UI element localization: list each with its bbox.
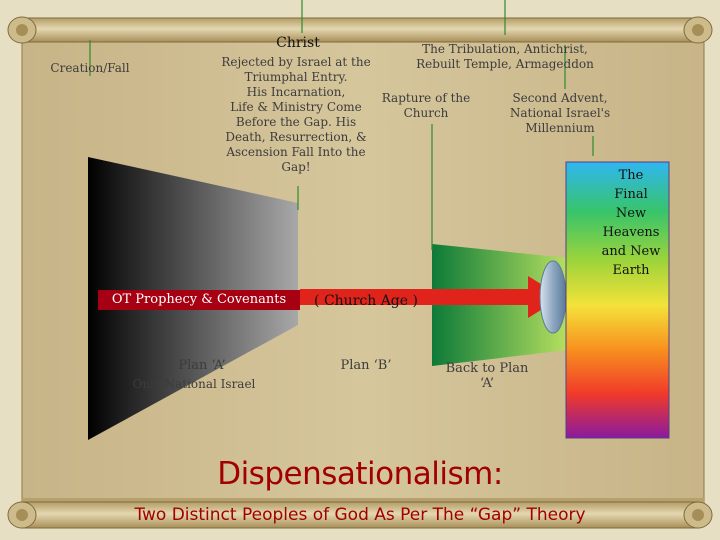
rapture-line-2: Church (403, 106, 449, 120)
new-heavens-bar (565, 161, 670, 439)
slide-subtitle: Two Distinct Peoples of God As Per The “… (134, 505, 586, 525)
new-heavens-text: The Final New Heavens and New Earth (596, 166, 666, 280)
plan-a-label: Plan ‘A’ (178, 358, 226, 373)
tribulation-line-2: Rebuilt Temple, Armageddon (416, 57, 594, 71)
slide-title: Dispensationalism: (217, 456, 503, 492)
rejected-line-3: His Incarnation, (246, 85, 346, 99)
plan-b-label: Plan ‘B’ (340, 358, 392, 373)
new-heavens-line-1: The (618, 168, 644, 183)
church-age-label: ( Church Age ) (314, 293, 418, 309)
rejected-line-4: Life & Ministry Come (230, 100, 362, 114)
tribulation-line-1: The Tribulation, Antichrist, (422, 42, 588, 56)
scroll-top-roll (7, 16, 713, 44)
new-heavens-line-2: Final (614, 187, 648, 202)
second-advent-text: Second Advent, National Israel's Millenn… (500, 91, 620, 136)
christ-label: Christ (276, 35, 320, 51)
back-to-plan-line-1: Back to Plan (445, 361, 529, 376)
new-heavens-line-5: and New (601, 244, 661, 259)
second-advent-line-2: National Israel's (509, 106, 611, 120)
scroll-bottom-roll (7, 501, 713, 529)
back-to-plan-a-label: Back to Plan ‘A’ (432, 361, 542, 391)
second-advent-line-3: Millennium (525, 121, 595, 135)
connector-lines (89, 0, 594, 250)
second-advent-line-1: Second Advent, (512, 91, 608, 105)
ot-prophecy-box: OT Prophecy & Covenants (98, 290, 300, 310)
tribulation-text: The Tribulation, Antichrist, Rebuilt Tem… (405, 42, 605, 72)
only-national-israel-label: Only National Israel (132, 377, 256, 391)
rejected-line-8: Gap! (281, 160, 311, 174)
new-heavens-line-4: Heavens (602, 225, 660, 240)
rejected-line-5: Before the Gap. His (235, 115, 357, 129)
rejected-line-1: Rejected by Israel at the (221, 55, 371, 69)
back-to-plan-line-2: ‘A’ (479, 376, 495, 391)
rejected-line-7: Ascension Fall Into the (226, 145, 366, 159)
rapture-line-1: Rapture of the (381, 91, 471, 105)
new-heavens-line-3: New (615, 206, 647, 221)
rejected-by-israel-text: Rejected by Israel at the Triumphal Entr… (215, 55, 377, 175)
rejected-line-2: Triumphal Entry. (244, 70, 348, 84)
creation-fall-label: Creation/Fall (50, 61, 130, 75)
rejected-line-6: Death, Resurrection, & (225, 130, 367, 144)
new-heavens-line-6: Earth (612, 263, 650, 278)
rapture-oval (539, 260, 567, 334)
rapture-text: Rapture of the Church (376, 91, 476, 121)
